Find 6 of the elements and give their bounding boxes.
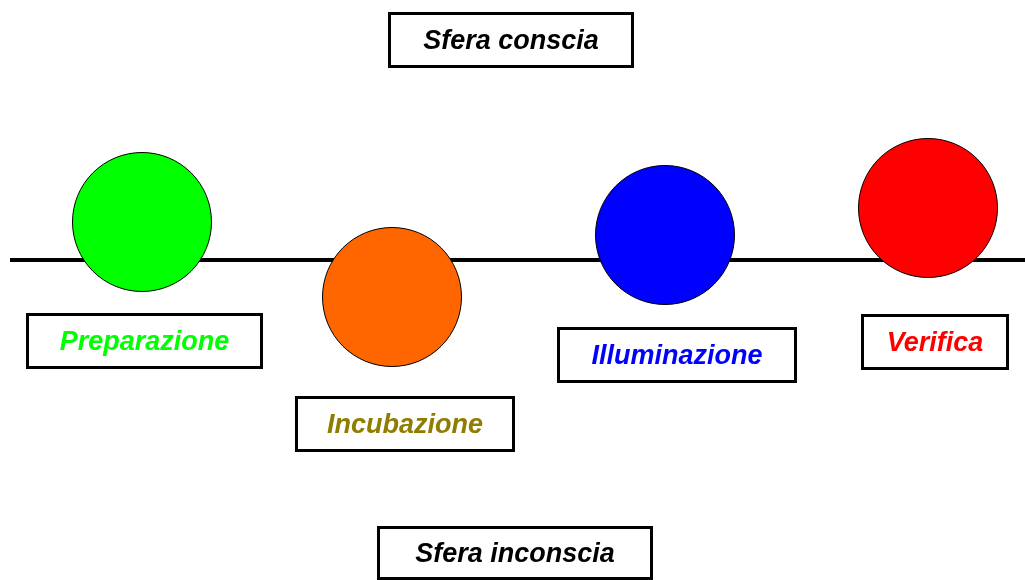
sphere-label-box: Sfera inconscia [377,526,653,580]
sphere-label-box: Sfera conscia [388,12,634,68]
stage-label-box: Incubazione [295,396,515,452]
stage-label-box: Verifica [861,314,1009,370]
stage-label-box: Preparazione [26,313,263,369]
stage-label-box: Illuminazione [557,327,797,383]
